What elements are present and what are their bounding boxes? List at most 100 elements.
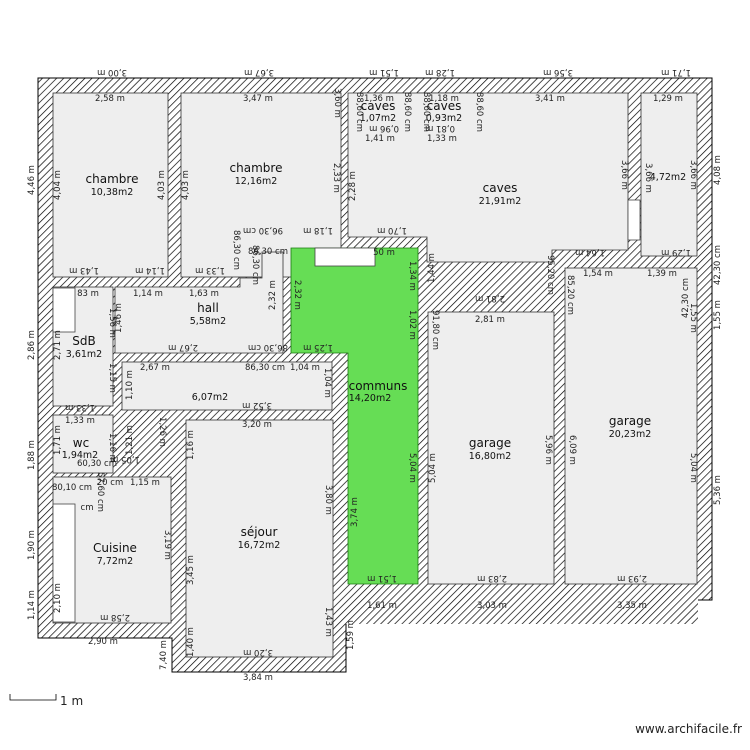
dim-cave-vertical-4: 88,60 cm [474, 92, 484, 132]
label-cuisine-area: 7,72m2 [97, 556, 133, 567]
room-chambre-2 [180, 92, 342, 278]
dim-hall-14: 2,81 m [475, 293, 505, 303]
dim-top-outer-1: 3,00 m [97, 67, 127, 77]
dim-chambre-bottom-3: 1,33 m [195, 265, 225, 275]
label-sdb-area: 3,61m2 [66, 349, 102, 360]
dim-hall-9: 86,30 cm [248, 342, 288, 352]
dim-communs-6: 5,04 m [688, 453, 698, 483]
dim-sdb-10: 3,52 m [242, 400, 272, 410]
dim-chambre-bottom-9: 1,70 m [377, 225, 407, 235]
fixture-window-caves [627, 199, 641, 241]
dim-caves-bottom-2: 1,54 m [583, 269, 613, 279]
label-chambre-2-name: chambre [230, 161, 283, 175]
dim-room-vertical-5: 2,33 m [331, 163, 341, 193]
label-chambre-1-area: 10,38m2 [91, 187, 134, 198]
dim-caves-bottom-8: 1,55 m [688, 303, 698, 333]
dim-caves-bottom-4: 1,39 m [647, 269, 677, 279]
dim-wc-2: 1,16 m [107, 433, 117, 463]
label-garage-2-name: garage [609, 414, 651, 428]
room-caves [347, 92, 629, 263]
room-small-right [640, 92, 698, 257]
fixture-bathtub [52, 287, 76, 333]
dim-room-vertical-2: 4,03 m [157, 170, 167, 200]
dim-sejour-2: 3,80 m [323, 485, 333, 515]
dim-sejour-8: 1,59 m [346, 620, 356, 650]
dim-wc-10: 20 cm [97, 478, 123, 488]
dim-left-outer-1: 4,46 m [27, 165, 37, 195]
room-corridor [121, 361, 333, 411]
label-garage-2-area: 20,23m2 [609, 429, 652, 440]
dim-room-vertical-8: 3,66 m [643, 163, 653, 193]
dim-top-outer-3: 1,51 m [369, 67, 399, 77]
fixture-kitchen-counter [52, 503, 76, 623]
dim-chambre-bottom-4: 96,30 cm [243, 225, 283, 235]
dim-caves-bottom-5: 95,20 cm [545, 255, 555, 295]
label-hall-area: 5,58m2 [190, 316, 226, 327]
dim-cave-inner-1: 0,96 m [369, 123, 399, 133]
label-cave-2-name: caves [427, 99, 462, 113]
label-garage-1-name: garage [469, 436, 511, 450]
dim-communs-3: 5,04 m [428, 453, 438, 483]
dim-chambre-bottom-5: 1,18 m [303, 225, 333, 235]
dim-hall-13: 1,02 m [407, 310, 417, 340]
dim-caves-bottom-3: 1,29 m [661, 247, 691, 257]
dim-wc-6: 1,16 m [186, 430, 196, 460]
label-chambre-2-area: 12,16m2 [235, 176, 278, 187]
dim-hall-11: 1,34 m [407, 261, 417, 291]
label-chambre-1-name: chambre [86, 172, 139, 186]
dim-sdb-6: 1,04 m [290, 363, 320, 373]
dim-top-outer-6: 1,71 m [661, 67, 691, 77]
dim-garage-5: 3,35 m [617, 601, 647, 611]
dim-wc-3: 1,21 m [125, 425, 135, 455]
dim-hall-1: 83 m [77, 289, 99, 299]
dim-cave-inner-4: 1,33 m [427, 134, 457, 144]
dim-cave-vertical-2: 88,60 cm [402, 92, 412, 132]
label-corridor-area: 6,07m2 [192, 392, 228, 403]
room-chambre-1 [52, 92, 169, 278]
dim-right-outer-4: 5,36 m [713, 475, 723, 505]
dim-room-vertical-6: 2,28 m [348, 171, 358, 201]
dim-cave-inner-2: 0,81 m [425, 123, 455, 133]
dim-garage-1: 2,83 m [477, 573, 507, 583]
dim-sdb-8: 2,67 m [140, 363, 170, 373]
label-cave-1-area: 1,07m2 [360, 113, 396, 124]
dim-chambre-bottom-7: 86,30 cm [248, 247, 288, 257]
dim-communs-4: 5,96 m [543, 435, 553, 465]
dim-right-outer-3: 1,55 m [713, 300, 723, 330]
credit-link[interactable]: www.archifacile.fr [635, 722, 742, 736]
dim-sdb-11: 3,20 m [242, 420, 272, 430]
dim-hall-2: 1,14 m [133, 289, 163, 299]
dim-cave-vertical-1: 88,60 cm [354, 92, 364, 132]
label-garage-1-area: 16,80m2 [469, 451, 512, 462]
dim-room-vertical-1: 4,04 m [53, 170, 63, 200]
dim-sejour-6: 1,40 m [186, 627, 196, 657]
label-sejour-name: séjour [241, 525, 278, 539]
dim-sdb-7: 1,04 m [322, 368, 332, 398]
dim-top-inner-2: 3,47 m [243, 94, 273, 104]
dim-hall-7: 2,32 m [292, 280, 302, 310]
dim-caves-bottom-7: 42,30 cm [681, 278, 691, 318]
dim-room-vertical-4: 3,60 m [332, 88, 342, 118]
dim-top-outer-2: 3,67 m [244, 67, 274, 77]
dim-hall-8: 2,67 m [168, 342, 198, 352]
dim-top-outer-5: 3,56 m [543, 67, 573, 77]
dim-room-vertical-9: 3,66 m [688, 160, 698, 190]
dim-communs-7: 1,51 m [367, 573, 397, 583]
dim-sdb-5: 1,33 m [65, 416, 95, 426]
dim-top-inner-5: 3,41 m [535, 94, 565, 104]
dim-cuisine-3: 2,58 m [100, 612, 130, 622]
dim-chambre-bottom-6: 86,30 cm [231, 230, 241, 270]
dim-left-outer-5: 1,14 m [27, 590, 37, 620]
dim-wc-8: 80,10 cm [52, 483, 92, 493]
label-small-right-area: 4,72m2 [650, 172, 686, 183]
dim-hall-3: 1,63 m [189, 289, 219, 299]
dim-cuisine-1: 3,19 m [162, 530, 172, 560]
label-wc-area: 1,94m2 [62, 450, 98, 461]
dim-garage-3: 1,61 m [367, 601, 397, 611]
dim-wc-12: cm [81, 503, 94, 513]
dim-caves-bottom-6: 85,20 cm [565, 275, 575, 315]
dim-hall-6: 2,32 m [268, 280, 278, 310]
dim-sdb-4: 1,33 m [65, 402, 95, 412]
label-caves-area: 21,91m2 [479, 196, 522, 207]
